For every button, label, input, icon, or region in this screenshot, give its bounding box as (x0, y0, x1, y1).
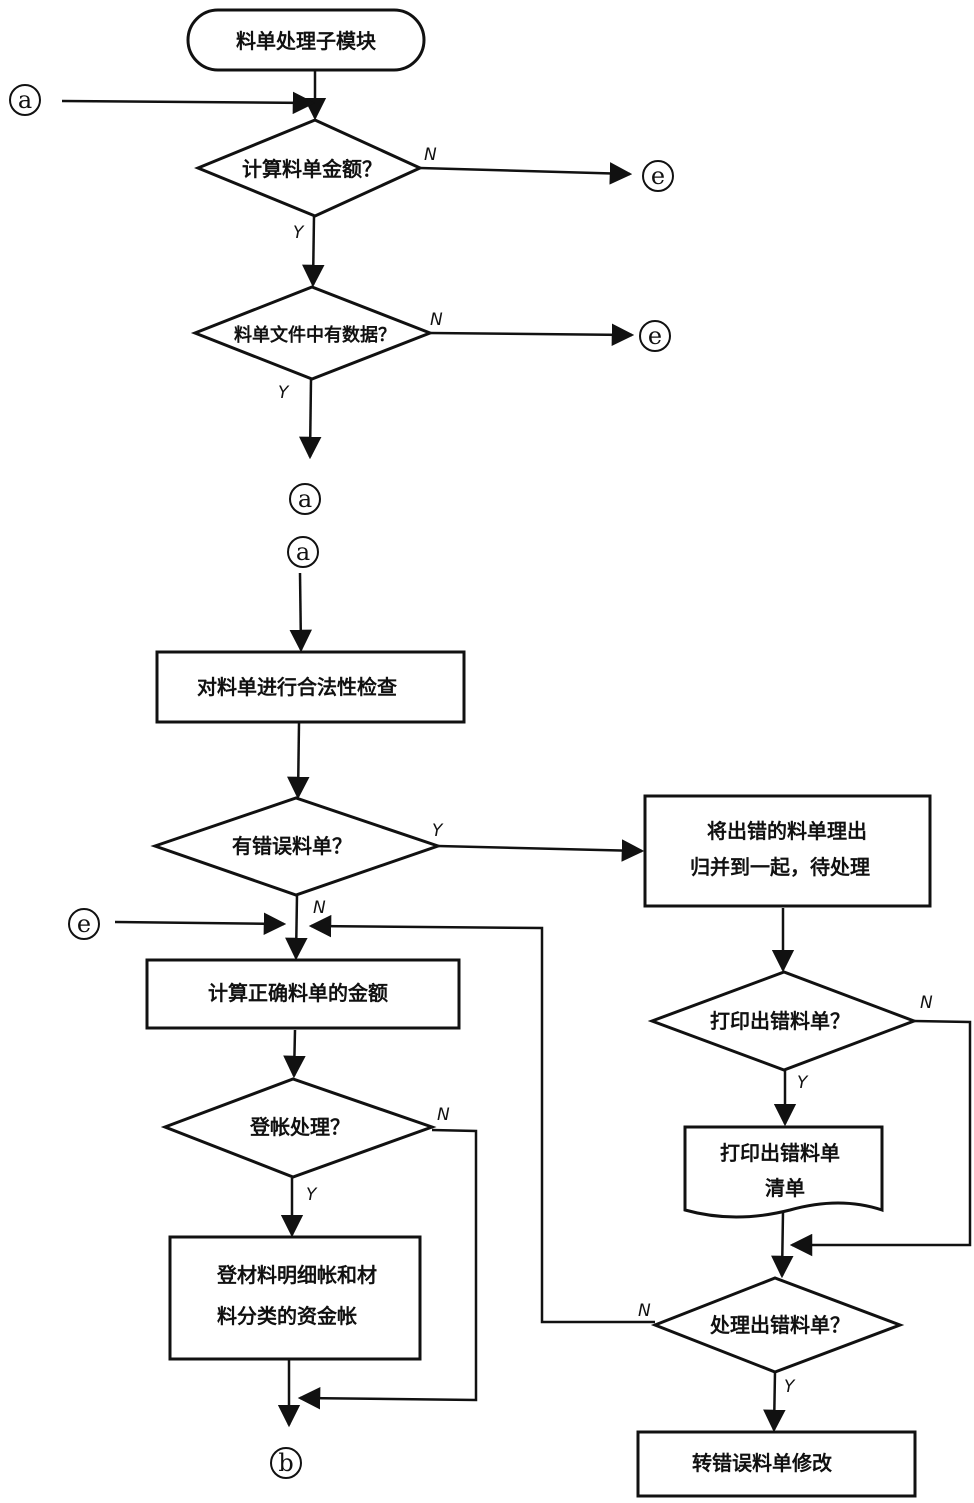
svg-text:b: b (278, 1449, 293, 1477)
svg-text:e: e (77, 910, 91, 938)
d1-no-label: N (424, 145, 437, 165)
d5-yes-label: Y (797, 1073, 809, 1093)
connector-e-2: e (639, 320, 671, 352)
svg-text:a: a (296, 538, 310, 566)
d2-no-label: N (430, 310, 443, 330)
document-print-list: 打印出错料单 清单 (683, 1125, 884, 1219)
decision-file-has-data: 料单文件中有数据？ (190, 285, 435, 381)
svg-text:清单: 清单 (765, 1176, 805, 1200)
svg-text:e: e (648, 322, 662, 350)
svg-text:a: a (298, 485, 312, 513)
svg-text:登材料明细帐和材: 登材料明细帐和材 (216, 1263, 377, 1287)
svg-text:打印出错料单: 打印出错料单 (720, 1141, 840, 1165)
d6-no-label: N (638, 1301, 651, 1321)
d5-no-label: N (920, 993, 933, 1013)
start-terminal: 料单处理子模块 (186, 8, 426, 72)
d3-no-label: N (313, 898, 326, 918)
connector-e-in: e (68, 908, 100, 940)
start-label: 料单处理子模块 (236, 29, 377, 53)
svg-text:登帐处理？: 登帐处理？ (249, 1115, 350, 1139)
svg-text:e: e (651, 162, 665, 190)
svg-text:转错误料单修改: 转错误料单修改 (692, 1451, 833, 1475)
decision-handle-errors: 处理出错料单？ (650, 1276, 905, 1374)
svg-text:打印出错料单？: 打印出错料单？ (710, 1009, 850, 1033)
decision-calc-amount: 计算料单金额？ (194, 118, 424, 218)
svg-text:有错误料单？: 有错误料单？ (232, 834, 352, 858)
decision-print-errors: 打印出错料单？ (647, 970, 919, 1072)
connector-a-out: a (289, 483, 321, 515)
flow-lines (61, 68, 972, 1433)
svg-text:计算正确料单的金额: 计算正确料单的金额 (208, 981, 388, 1005)
process-post-ledgers: 登材料明细帐和材 料分类的资金帐 (168, 1235, 422, 1361)
d3-yes-label: Y (432, 821, 444, 841)
d6-yes-label: Y (784, 1377, 796, 1397)
decision-has-errors: 有错误料单？ (150, 796, 443, 897)
svg-text:将出错的料单理出: 将出错的料单理出 (707, 819, 867, 843)
process-modify: 转错误料单修改 (636, 1430, 917, 1498)
d2-yes-label: Y (278, 383, 290, 403)
d4-no-label: N (437, 1105, 450, 1125)
connector-b-out: b (270, 1447, 302, 1479)
connector-e-1: e (642, 160, 674, 192)
process-compute-correct: 计算正确料单的金额 (145, 958, 461, 1030)
connector-a-in: a (287, 536, 319, 568)
svg-text:处理出错料单？: 处理出错料单？ (709, 1313, 850, 1337)
connector-a-top: a (9, 84, 41, 116)
svg-text:归并到一起，待处理: 归并到一起，待处理 (690, 855, 870, 879)
svg-text:料分类的资金帐: 料分类的资金帐 (217, 1304, 357, 1328)
d4-yes-label: Y (306, 1185, 318, 1205)
svg-text:对料单进行合法性检查: 对料单进行合法性检查 (197, 675, 397, 699)
svg-text:料单文件中有数据？: 料单文件中有数据？ (234, 324, 396, 346)
svg-text:a: a (18, 86, 32, 114)
process-collect-errors: 将出错的料单理出 归并到一起，待处理 (643, 794, 932, 908)
decision-posting: 登帐处理？ (160, 1077, 437, 1179)
process-validity-check: 对料单进行合法性检查 (155, 650, 466, 724)
d1-yes-label: Y (293, 223, 305, 243)
svg-text:计算料单金额？: 计算料单金额？ (242, 157, 382, 181)
